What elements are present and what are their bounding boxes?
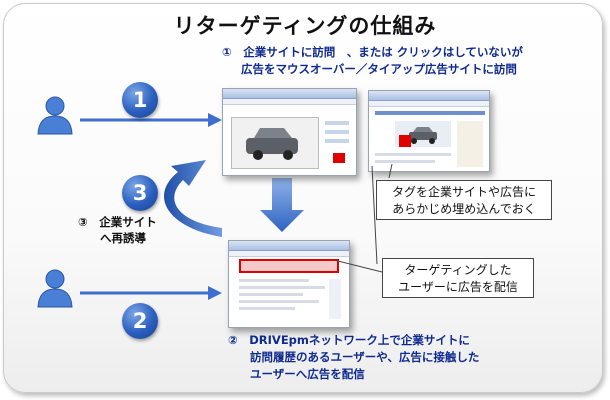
- sidebar-thumbnails: [457, 121, 483, 167]
- browser-screenshot-ad-network: [228, 240, 350, 328]
- callout-targeted-delivery: ターゲティングした ユーザーに広告を配信: [382, 258, 534, 298]
- hero-area: [231, 117, 319, 169]
- step2-caption-line1: ② DRIVEpmネットワーク上で企業サイトに: [228, 333, 470, 347]
- text-line: [239, 307, 295, 310]
- callout-target-line1: ターゲティングした: [404, 263, 512, 277]
- callout-tag-line2: あらかじめ埋め込んでおく: [392, 202, 536, 216]
- arrow-right-icon-step2: [80, 286, 222, 300]
- text-line: [375, 160, 435, 163]
- step2-caption: ② DRIVEpmネットワーク上で企業サイトに 訪問履歴のあるユーザーや、広告に…: [228, 332, 588, 383]
- side-nav-item: [325, 139, 349, 143]
- targeted-ad-banner: [239, 259, 339, 273]
- callout-target-line2: ユーザーに広告を配信: [398, 280, 518, 294]
- browser-screenshot-company-site: [222, 88, 357, 176]
- text-line: [239, 279, 309, 282]
- curved-arrow-icon: [164, 160, 222, 237]
- step3-label-line2: へ再誘導: [100, 231, 146, 245]
- step1-caption: ① 企業サイトに訪問 、または クリックはしていないが 広告をマウスオーバー／タ…: [222, 44, 582, 78]
- side-nav-item: [325, 121, 349, 125]
- text-line: [239, 300, 319, 303]
- browser-screenshot-tieup-site: [368, 90, 490, 172]
- step1-badge: 1: [122, 82, 158, 118]
- text-line: [239, 286, 325, 289]
- step2-caption-line2: 訪問履歴のあるユーザーや、広告に接触した: [250, 350, 480, 364]
- text-line: [375, 153, 451, 156]
- step2-badge: 2: [122, 303, 158, 339]
- side-nav-item: [325, 130, 349, 134]
- callout-tag-line1: タグを企業サイトや広告に: [391, 185, 536, 199]
- car-image: [409, 127, 437, 144]
- diagram-title: リターゲティングの仕組み: [173, 14, 437, 38]
- callout-tag-embed: タグを企業サイトや広告に あらかじめ埋め込んでおく: [376, 180, 552, 220]
- step1-caption-line2: 広告をマウスオーバー／タイアップ広告サイトに訪問: [241, 62, 517, 76]
- user-icon: [37, 96, 73, 135]
- step1-caption-line1: ① 企業サイトに訪問 、または クリックはしていないが: [222, 45, 523, 59]
- arrow-right-icon-step1: [80, 113, 222, 127]
- text-line: [239, 293, 303, 296]
- ad-red-block: [399, 135, 411, 147]
- step3-badge: 3: [122, 175, 158, 211]
- step3-label: ③ 企業サイト へ再誘導: [78, 214, 157, 246]
- step2-caption-line3: ユーザーへ広告を配信: [250, 367, 365, 381]
- ad-red-block: [333, 153, 345, 163]
- sidebar: [329, 279, 341, 319]
- car-image: [246, 128, 298, 160]
- step3-label-line1: ③ 企業サイト: [78, 215, 157, 229]
- user-icon: [37, 269, 73, 308]
- arrow-down-icon: [260, 178, 304, 232]
- site-header-stripe: [375, 111, 485, 115]
